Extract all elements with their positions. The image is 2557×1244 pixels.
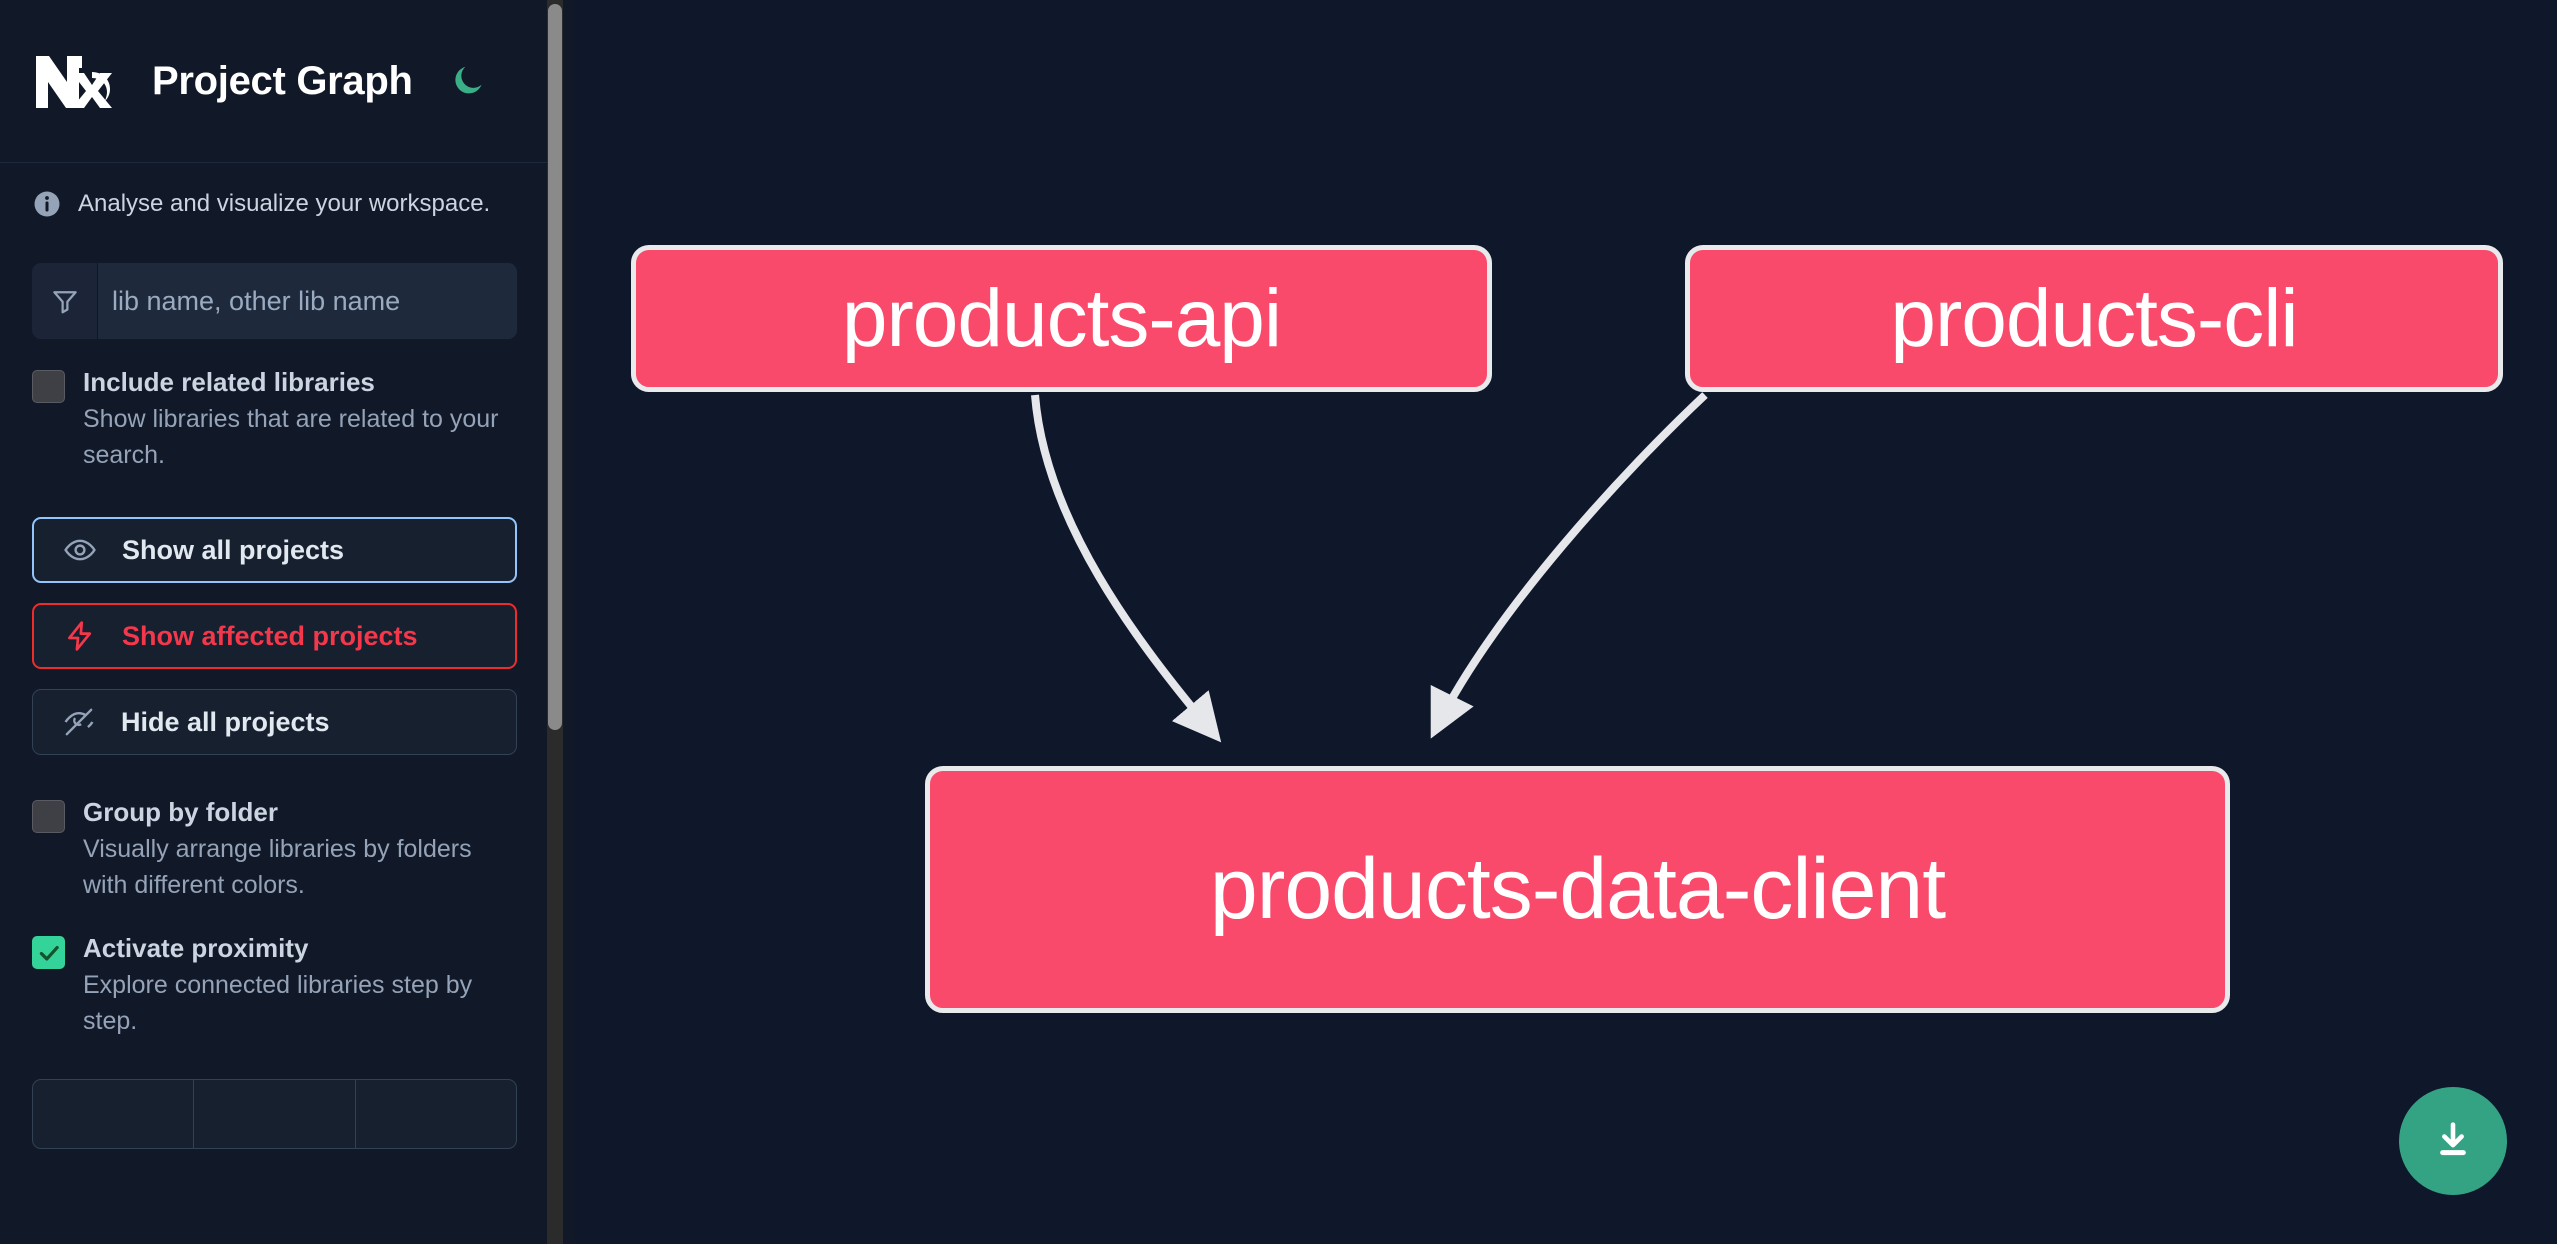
show-all-projects-label: Show all projects <box>122 534 345 565</box>
project-action-buttons: Show all projects Show affected projects <box>32 517 517 756</box>
download-icon <box>2430 1117 2476 1166</box>
hide-all-projects-label: Hide all projects <box>121 706 330 737</box>
nx-logo-icon <box>32 52 126 110</box>
sidebar: Project Graph Analyse and visualize yo <box>0 0 575 1244</box>
workspace-info-text: Analyse and visualize your workspace. <box>78 190 491 217</box>
search-input[interactable] <box>98 263 517 339</box>
show-affected-projects-button[interactable]: Show affected projects <box>32 603 517 670</box>
proximity-segmented-control-wrap <box>32 1079 517 1150</box>
filter-icon <box>32 263 98 339</box>
checkbox-desc-include-related-libraries: Show libraries that are related to your … <box>83 405 499 469</box>
checkbox-label-include-related-libraries: Include related libraries <box>83 367 375 397</box>
checkbox-include-related-libraries[interactable] <box>32 370 65 403</box>
checkbox-label-activate-proximity: Activate proximity <box>83 933 309 964</box>
hide-all-projects-button[interactable]: Hide all projects <box>32 689 517 756</box>
lightning-icon <box>62 618 98 654</box>
graph-edges <box>1031 392 1708 743</box>
graph-node-products-cli[interactable]: products-cli <box>1685 245 2503 392</box>
segment-3[interactable] <box>356 1080 516 1148</box>
moon-icon[interactable] <box>445 58 491 104</box>
graph-node-products-api[interactable]: products-api <box>631 245 1492 392</box>
checkbox-text-group: Include related libraries Show libraries… <box>83 365 517 473</box>
checkbox-activate-proximity[interactable] <box>32 936 65 970</box>
sidebar-scrollbar[interactable] <box>547 0 563 1244</box>
segment-2[interactable] <box>194 1080 356 1149</box>
checkbox-text-group: Group by folder Visually arrange librari… <box>83 795 517 903</box>
checkbox-label-group-by-folder: Group by folder <box>83 797 278 828</box>
checkbox-row-activate-proximity[interactable]: Activate proximity Explore connected lib… <box>0 931 549 1039</box>
info-icon <box>32 189 62 219</box>
graph-node-products-data-client[interactable]: products-data-client <box>925 766 2230 1013</box>
graph-node-label: products-data-client <box>1209 841 1946 937</box>
checkbox-group-by-folder[interactable] <box>32 800 65 834</box>
show-affected-projects-label: Show affected projects <box>122 620 418 651</box>
graph-node-label: products-api <box>841 272 1282 364</box>
checkbox-row-include-related-libraries[interactable]: Include related libraries Show libraries… <box>0 365 549 473</box>
checkbox-row-group-by-folder[interactable]: Group by folder Visually arrange librari… <box>0 795 549 903</box>
download-graph-button[interactable] <box>2399 1087 2507 1195</box>
eye-icon <box>62 532 98 568</box>
sidebar-scroll-area: Project Graph Analyse and visualize yo <box>0 0 575 1244</box>
graph-canvas[interactable]: products-api products-cli products-data-… <box>575 0 2557 1244</box>
eye-slash-icon <box>61 704 97 740</box>
checkbox-desc-group-by-folder: Visually arrange libraries by folders wi… <box>83 835 472 899</box>
segment-1[interactable] <box>33 1080 195 1149</box>
search-field[interactable] <box>32 263 517 339</box>
proximity-segmented-control[interactable] <box>32 1079 517 1150</box>
show-all-projects-button[interactable]: Show all projects <box>32 517 517 584</box>
checkbox-desc-activate-proximity: Explore connected libraries step by step… <box>83 971 473 1035</box>
edge-products-api-to-products-data-client <box>1031 394 1222 743</box>
edge-products-cli-to-products-data-client <box>1430 392 1708 739</box>
workspace-info: Analyse and visualize your workspace. <box>0 163 549 245</box>
graph-node-label: products-cli <box>1890 272 2298 364</box>
page-title: Project Graph <box>152 58 413 103</box>
sidebar-header: Project Graph <box>0 0 549 163</box>
sidebar-scrollbar-thumb[interactable] <box>548 4 562 730</box>
checkbox-text-group: Activate proximity Explore connected lib… <box>83 931 517 1039</box>
